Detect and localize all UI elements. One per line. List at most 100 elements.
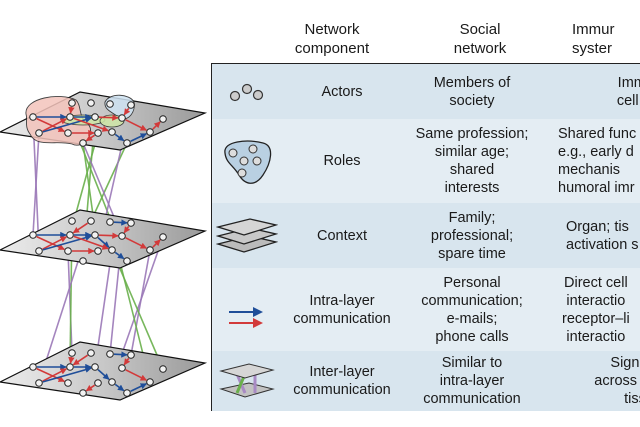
component-label: Actors: [321, 83, 363, 100]
intra-layer-edge: [73, 117, 109, 132]
intra-layer-edge: [85, 134, 96, 142]
actor-node: [94, 379, 102, 387]
immune-cell: Shared func e.g., early d mechanis humor…: [558, 126, 637, 196]
actor-node: [79, 389, 87, 397]
actor-node: [29, 113, 37, 121]
actor-node: [123, 389, 131, 397]
actor-node: [123, 139, 131, 147]
actor-node: [79, 257, 87, 265]
network-layer: [0, 209, 208, 269]
actor-node: [66, 231, 74, 239]
network-layer: [0, 341, 208, 401]
layers: [0, 91, 208, 401]
actor-node: [127, 351, 135, 359]
actor-node: [123, 257, 131, 265]
actor-node: [94, 129, 102, 137]
intra-layer-edge: [113, 219, 128, 226]
social-cell: Family; professional; spare time: [430, 209, 514, 262]
actor-node: [68, 99, 76, 107]
multilayer-network-diagram: [0, 91, 208, 401]
actor-node: [66, 363, 74, 371]
intra-layer-edge: [114, 383, 125, 392]
immune-cell: Organ; tis activation s: [566, 218, 639, 253]
actor-node: [159, 233, 167, 241]
intra-layer-edge: [130, 383, 147, 392]
actor-node: [68, 217, 76, 225]
actor-node: [127, 101, 135, 109]
table-row-intra-layer: Intra-layer communication Personal commu…: [212, 268, 640, 352]
intra-layer-edge: [114, 133, 125, 142]
actor-node: [108, 246, 116, 254]
actor-node: [79, 139, 87, 147]
actor-node: [66, 113, 74, 121]
intra-layer-edge: [123, 107, 131, 116]
intra-layer-arrows-icon: [212, 268, 282, 351]
immune-cell: Immun cell typ: [616, 74, 640, 109]
context-layers-icon: [212, 203, 282, 268]
actors-nodes-icon: [212, 64, 282, 119]
comparison-table: Actors Members of society Immun cell typ…: [211, 63, 640, 411]
intra-layer-edge: [42, 234, 92, 251]
intra-layer-edge: [123, 225, 131, 234]
actor-node: [106, 218, 114, 226]
intra-layer-edge: [68, 106, 75, 114]
actor-node: [35, 247, 43, 255]
actor-node: [91, 113, 99, 121]
actor-node: [29, 231, 37, 239]
social-cell: Same profession; similar age; shared int…: [415, 126, 529, 196]
intra-layer-edge: [98, 232, 119, 239]
intra-layer-edge: [36, 235, 65, 251]
intra-layer-edge: [125, 119, 147, 131]
actor-node: [64, 247, 72, 255]
actor-node: [159, 115, 167, 123]
layer-plane: [0, 209, 208, 269]
intra-layer-edge: [42, 366, 92, 383]
roles-group-icon: [212, 119, 282, 203]
intra-layer-edge: [98, 114, 119, 121]
table-row-inter-layer: Inter-layer communication Similar to int…: [212, 351, 640, 411]
intra-layer-edge: [125, 237, 147, 249]
component-label: Inter-layer communication: [293, 364, 391, 398]
inter-layer-link: [111, 249, 164, 370]
intra-layer-edge: [72, 222, 89, 234]
intra-layer-edge: [114, 251, 125, 260]
network-layer: [0, 91, 208, 151]
immune-cell: Direct cell interactio receptor–li inter…: [562, 274, 630, 345]
intra-layer-edge: [123, 357, 131, 366]
social-cell: Similar to intra-layer communication: [423, 355, 521, 407]
actor-node: [118, 232, 126, 240]
actor-node: [108, 128, 116, 136]
actor-node: [68, 349, 76, 357]
actor-node: [29, 363, 37, 371]
intra-layer-edge: [130, 133, 147, 142]
intra-layer-edge: [36, 117, 65, 133]
actor-node: [64, 129, 72, 137]
table-row-roles: Roles Same profession; similar age; shar…: [212, 119, 640, 204]
intra-layer-edge: [42, 236, 68, 250]
intra-layer-edge: [125, 369, 147, 381]
actor-node: [106, 100, 114, 108]
intra-layer-edge: [97, 369, 110, 380]
social-cell: Members of society: [433, 74, 511, 109]
table-row-context: Context Family; professional; spare time…: [212, 203, 640, 269]
actor-node: [91, 363, 99, 371]
actor-node: [146, 378, 154, 386]
intra-layer-edge: [42, 116, 92, 133]
intra-layer-edge: [113, 351, 128, 358]
actor-node: [94, 247, 102, 255]
actor-node: [127, 219, 135, 227]
component-label: Intra-layer communication: [293, 292, 391, 327]
component-label: Context: [317, 227, 367, 244]
component-label: Roles: [323, 153, 361, 169]
inter-layer-links-icon: [212, 351, 282, 411]
actor-node: [106, 350, 114, 358]
intra-layer-edge: [42, 368, 68, 382]
intra-layer-edge: [72, 354, 89, 366]
intra-layer-edge: [85, 384, 96, 392]
intra-layer-edge: [152, 121, 161, 130]
actor-node: [146, 246, 154, 254]
actor-node: [159, 365, 167, 373]
actor-node: [118, 364, 126, 372]
social-cell: Personal communication; e-mails; phone c…: [421, 274, 523, 345]
intra-layer-edge: [36, 367, 65, 383]
